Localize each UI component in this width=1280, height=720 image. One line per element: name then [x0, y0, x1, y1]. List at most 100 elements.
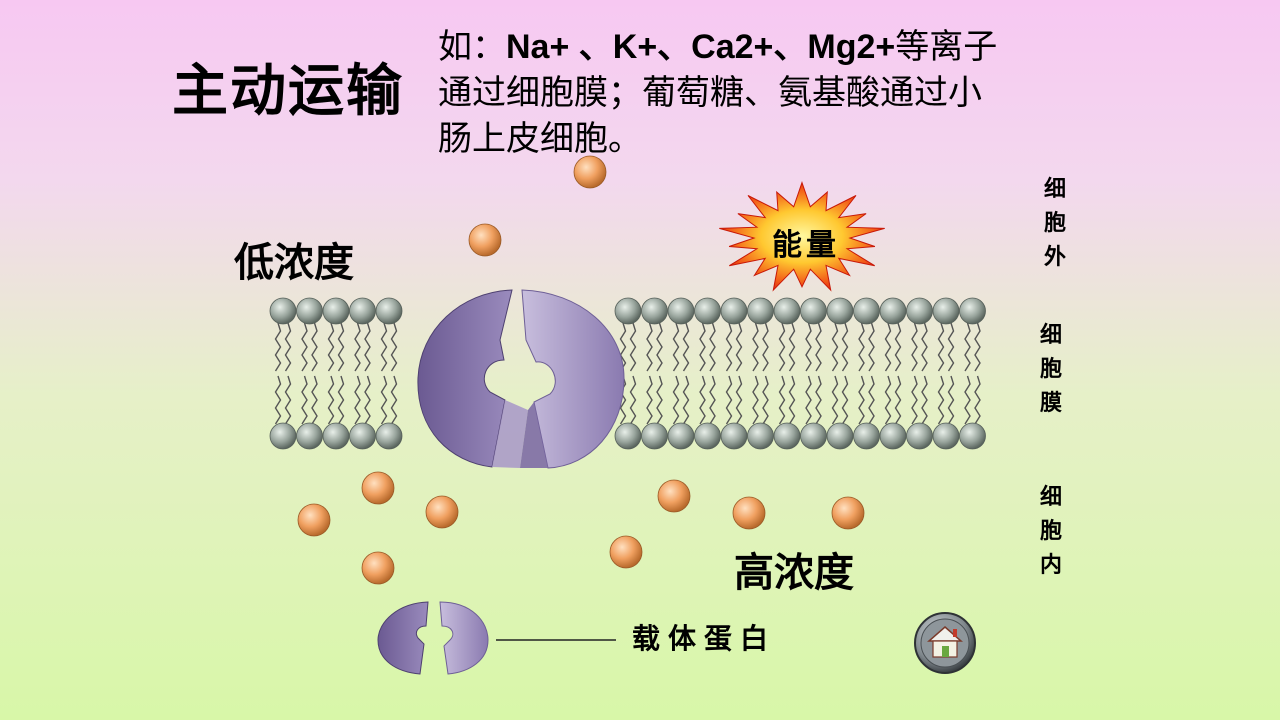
lipid-tail	[364, 375, 371, 425]
lipid-tail	[311, 375, 318, 425]
lipid-tail	[937, 375, 945, 425]
lipid-tail	[894, 375, 902, 425]
lipid-tail	[656, 322, 663, 372]
home-button[interactable]	[913, 611, 977, 675]
lipid-tails	[274, 322, 981, 425]
lipid-tail	[629, 375, 637, 425]
lipid-tail	[274, 322, 282, 372]
lipid-head	[641, 297, 668, 325]
lipid-head	[667, 297, 695, 325]
cell-membrane-text: 细胞膜	[1039, 322, 1062, 416]
lipid-tail	[380, 375, 388, 425]
lipid-tail	[841, 375, 849, 425]
lipid-tail	[805, 322, 812, 372]
lipid-tail	[284, 375, 292, 425]
lipid-head	[853, 297, 880, 325]
lipid-tail	[364, 322, 371, 372]
lipid-tail	[301, 322, 308, 372]
lipid-head	[322, 422, 350, 450]
lipid-head	[269, 422, 297, 450]
ion-particle	[657, 479, 691, 513]
lipid-tail	[841, 322, 849, 372]
lipid-tail	[762, 322, 769, 372]
lipid-tail	[274, 375, 282, 425]
low-concentration-label: 低浓度	[234, 240, 354, 286]
ion-particle	[732, 496, 766, 530]
lipid-head	[269, 297, 297, 325]
lipid-head	[773, 422, 801, 450]
lipid-tail	[911, 375, 918, 425]
lipid-tail	[947, 322, 955, 372]
ion-particles	[297, 155, 865, 585]
desc-prefix: 如：	[438, 27, 506, 67]
lipid-tail	[682, 322, 690, 372]
lipid-tail	[327, 375, 335, 425]
inside-cell-text: 细胞内	[1039, 484, 1062, 578]
lipid-head	[773, 297, 801, 325]
lipid-tail	[646, 322, 653, 372]
lipid-tail	[778, 322, 786, 372]
lipid-tail	[301, 375, 308, 425]
ion-particle	[361, 551, 395, 585]
lipid-tail	[380, 322, 388, 372]
cell-membrane-label: 细胞膜	[1036, 318, 1066, 420]
lipid-tail	[390, 375, 398, 425]
lipid-tail	[752, 322, 759, 372]
page-title: 主动运输	[172, 59, 404, 124]
lipid-tail	[752, 375, 759, 425]
lipid-tail	[735, 375, 743, 425]
lipid-heads	[269, 297, 986, 450]
carrier-protein-label: 载体蛋白	[632, 622, 777, 655]
lipid-head	[667, 422, 695, 450]
energy-starburst-icon	[719, 181, 885, 292]
lipid-tail	[354, 322, 361, 372]
lipid-tail	[974, 375, 981, 425]
lipid-tail	[656, 375, 663, 425]
lipid-head	[959, 297, 986, 325]
lipid-head	[641, 422, 668, 450]
lipid-tail	[868, 322, 875, 372]
lipid-head	[375, 297, 403, 325]
lipid-head	[296, 422, 323, 450]
lipid-tail	[788, 322, 796, 372]
lipid-tail	[337, 375, 345, 425]
high-concentration-label: 高浓度	[734, 550, 854, 596]
lipid-tail	[911, 322, 918, 372]
lipid-head	[614, 422, 642, 450]
lipid-tail	[682, 375, 690, 425]
ion-particle	[468, 223, 502, 257]
lipid-head	[375, 422, 403, 450]
outside-cell-label: 细胞外	[1040, 172, 1070, 274]
lipid-tail	[831, 322, 839, 372]
lipid-tail	[974, 322, 981, 372]
lipid-head	[694, 422, 721, 450]
ion-particle	[297, 503, 331, 537]
lipid-tail	[921, 322, 928, 372]
energy-label: 能量	[772, 228, 840, 263]
lipid-tail	[788, 375, 796, 425]
ion-particle	[831, 496, 865, 530]
lipid-head	[826, 297, 854, 325]
outside-cell-text: 细胞外	[1043, 176, 1066, 270]
lipid-tail	[709, 322, 716, 372]
lipid-tail	[735, 322, 743, 372]
lipid-tail	[629, 322, 637, 372]
ion-particle	[609, 535, 643, 569]
lipid-tail	[762, 375, 769, 425]
lipid-tail	[725, 322, 733, 372]
lipid-tail	[884, 322, 892, 372]
desc-line3: 肠上皮细胞。	[438, 119, 642, 159]
lipid-head	[322, 297, 350, 325]
lipid-tail	[884, 375, 892, 425]
lipid-tail	[805, 375, 812, 425]
lipid-head	[932, 297, 960, 325]
ion-particle	[425, 495, 459, 529]
description: 如：Na+ 、K+、Ca2+、Mg2+等离子 通过细胞膜；葡萄糖、氨基酸通过小 …	[438, 24, 1078, 162]
lipid-tail	[284, 322, 292, 372]
lipid-head	[932, 422, 960, 450]
lipid-tail	[337, 322, 345, 372]
ion-particle	[573, 155, 607, 189]
lipid-head	[879, 422, 907, 450]
lipid-tail	[619, 375, 627, 425]
lipid-tail	[778, 375, 786, 425]
